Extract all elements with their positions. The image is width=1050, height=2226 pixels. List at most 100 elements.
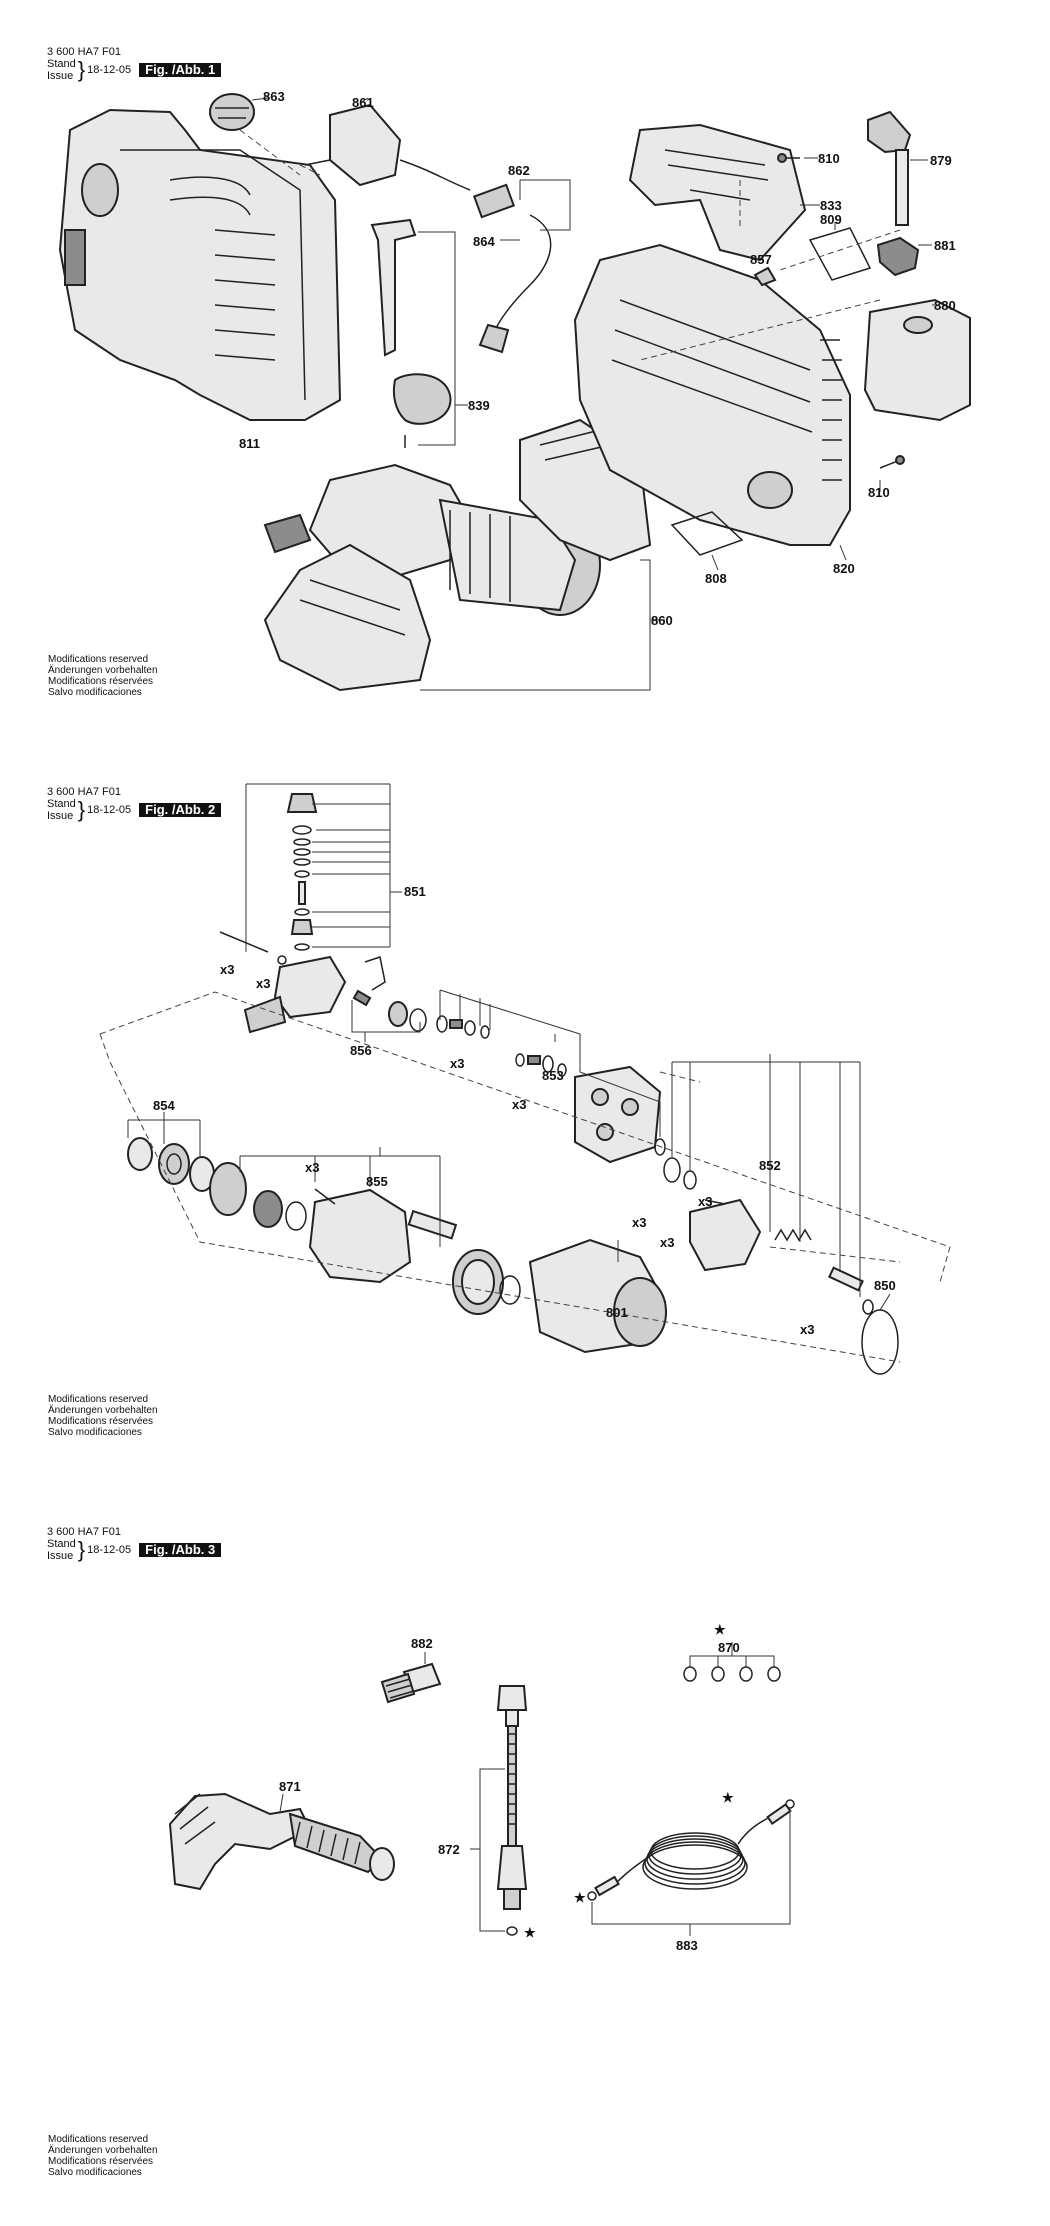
part-879-nozzle [867,110,912,226]
part-number: 872 [438,1842,460,1857]
part-883-hose [587,1799,795,1901]
part-number: 855 [366,1174,388,1189]
cylinder-block [574,1065,662,1164]
figure-label: Fig. /Abb. 3 [139,1543,222,1557]
star-mark: ★ [722,1790,734,1805]
part-882-adapter [380,1662,442,1704]
document-code: 3 600 HA7 F01 [47,1526,121,1538]
part-801-motor [528,1238,667,1354]
part-number: 811 [239,436,260,451]
part-number: 820 [833,561,855,576]
part-881-clip [876,236,920,277]
part-809-label [808,227,872,281]
quantity-mark: x3 [450,1056,464,1071]
quantity-mark: x3 [698,1194,712,1209]
part-number: 810 [868,485,890,500]
part-872-lance [496,1685,528,1936]
star-mark: ★ [714,1622,726,1637]
issue-label: Issue [47,1550,74,1562]
part-number: 881 [934,238,956,253]
quantity-mark: x3 [256,976,270,991]
issue-date: 18-12-05 [87,804,132,816]
quantity-mark: x3 [512,1097,526,1112]
part-860-shell-lower [263,543,432,692]
part-number: 809 [820,212,842,227]
stand-label: Stand [47,58,76,70]
part-number: 861 [352,95,374,110]
figure-label: Fig. /Abb. 2 [139,803,222,817]
part-number: 883 [676,1938,698,1953]
quantity-mark: x3 [220,962,234,977]
issue-date: 18-12-05 [87,64,132,76]
part-screw-x3 [219,931,269,953]
part-number: 862 [508,163,530,178]
part-number: 882 [411,1636,433,1651]
part-number: 833 [820,198,842,213]
part-number: 857 [750,252,772,267]
exploded-view-housing: 863 861 862 864 839 811 860 810 833 809 … [58,89,971,692]
star-mark: ★ [574,1890,586,1905]
star-mark: ★ [524,1925,536,1940]
issue-label: Issue [47,70,74,82]
part-851-valve-stack [286,793,318,951]
part-number: 839 [468,398,490,413]
part-833-cover [628,123,807,262]
part-number: 810 [818,151,840,166]
part-861-switch [304,103,471,191]
document-code: 3 600 HA7 F01 [47,786,121,798]
part-number: 871 [279,1779,301,1794]
issue-date: 18-12-05 [87,1544,132,1556]
part-number: 850 [874,1278,896,1293]
part-854-bearings [127,1137,215,1192]
part-number: 860 [651,613,673,628]
part-number: 808 [705,571,727,586]
part-808-plate [670,511,744,556]
part-811-housing [58,108,342,421]
modifications-note: Modifications reserved Änderungen vorbeh… [48,1394,158,1438]
part-number: 856 [350,1043,372,1058]
exploded-view-pump: 851 x3 x3 856 x3 853 x3 854 x3 855 852 x… [99,783,951,1375]
part-number: 880 [934,298,956,313]
part-857-cap [753,266,777,287]
gear-wheel [452,1249,521,1315]
part-number: 853 [542,1068,564,1083]
modifications-note: Modifications reserved Änderungen vorbeh… [48,654,158,698]
part-810-screw-right [879,455,905,469]
quantity-mark: x3 [800,1322,814,1337]
part-number: 870 [718,1640,740,1655]
part-number: 801 [606,1305,628,1320]
part-852-plate [663,1157,874,1315]
part-839-bracket [370,218,452,448]
part-863-knob [209,93,255,131]
part-number: 864 [473,234,495,249]
document-code: 3 600 HA7 F01 [47,46,121,58]
quantity-mark: x3 [305,1160,319,1175]
part-856-seal-set [352,989,427,1032]
quantity-mark: x3 [660,1235,674,1250]
part-850-o-ring [861,1309,899,1375]
part-855-wobble-housing [209,1162,458,1284]
part-820-frame [573,243,851,546]
part-870-o-rings [683,1666,781,1682]
pump-head [243,955,386,1034]
figure-label: Fig. /Abb. 1 [139,63,222,77]
part-number: 854 [153,1098,175,1113]
part-862-cable [472,183,552,354]
quantity-mark: x3 [632,1215,646,1230]
exploded-view-accessories: 882 ★ 870 871 872 ★ 883 ★ ★ [168,1622,795,1953]
part-810-screw-top [777,153,800,163]
part-number: 879 [930,153,952,168]
modifications-note: Modifications reserved Änderungen vorbeh… [48,2134,158,2178]
part-number: 851 [404,884,426,899]
part-880-tank [863,298,971,422]
issue-label: Issue [47,810,74,822]
part-871-spray-gun [168,1792,395,1891]
part-number: 863 [263,89,285,104]
part-number: 852 [759,1158,781,1173]
